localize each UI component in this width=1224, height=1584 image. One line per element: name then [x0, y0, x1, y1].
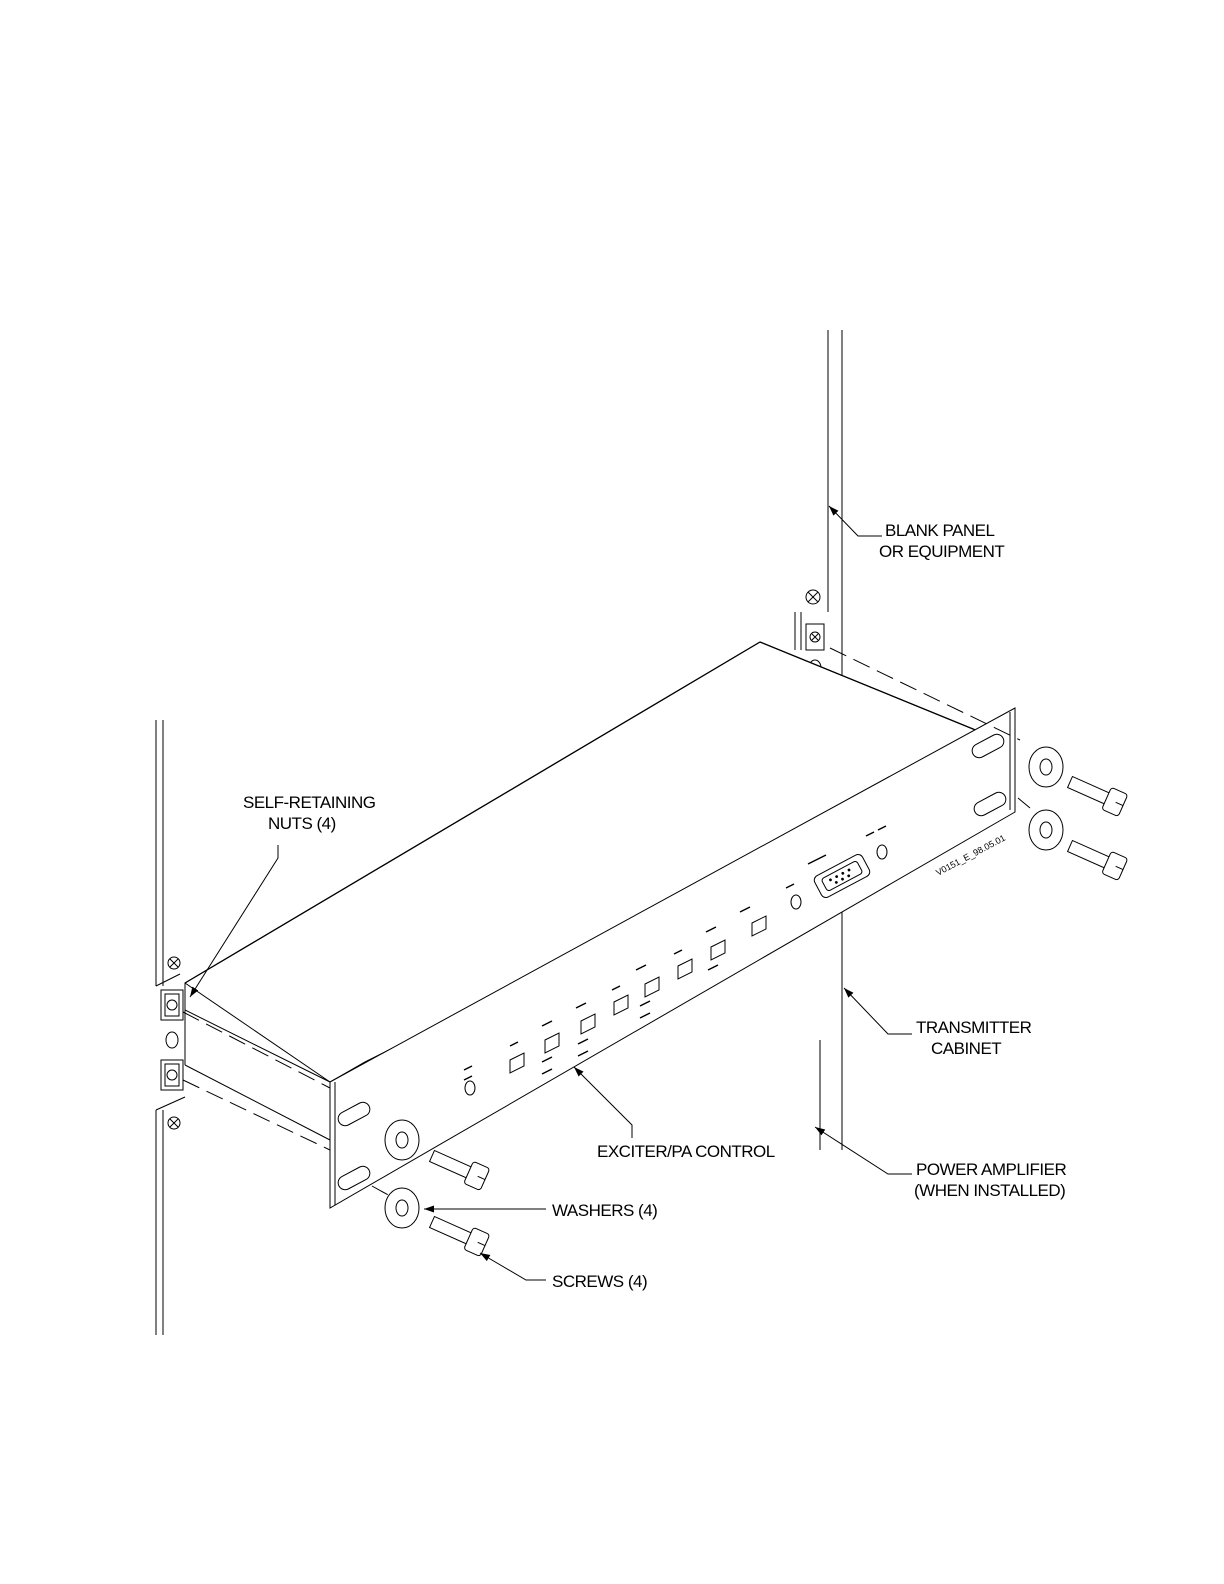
right-rail-upper [806, 330, 842, 612]
left-rail [156, 720, 185, 1335]
exciter-pa-control-label: EXCITER/PA CONTROL [597, 1142, 775, 1161]
screws-label: SCREWS (4) [552, 1272, 647, 1291]
blank-panel-label: BLANK PANEL OR EQUIPMENT [879, 521, 1004, 561]
left-self-retaining-nuts [161, 990, 183, 1090]
power-amplifier-label: POWER AMPLIFIER (WHEN INSTALLED) [914, 1160, 1070, 1200]
self-retaining-nuts-label: SELF-RETAINING NUTS (4) [243, 793, 380, 833]
washers-label: WASHERS (4) [552, 1201, 657, 1220]
transmitter-cabinet-label: TRANSMITTER CABINET [916, 1018, 1036, 1058]
